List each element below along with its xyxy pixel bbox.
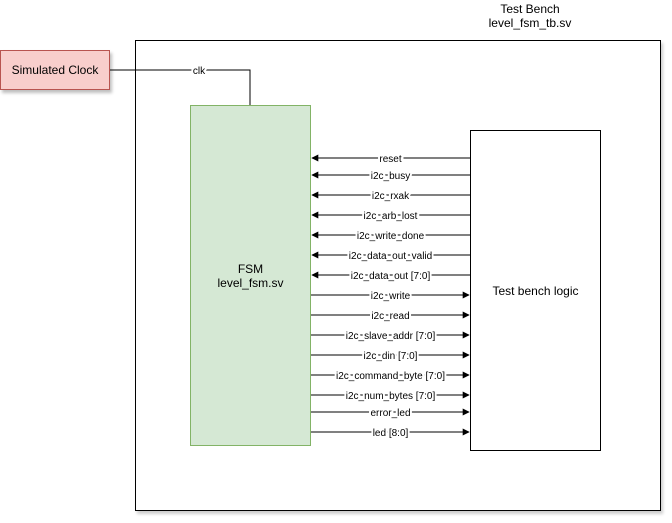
signal-label: i2c_data_out_valid [349,251,432,262]
signal-label: reset [379,154,401,165]
signal-4: i2c_write_done [311,229,470,244]
signal-12: i2c_num_bytes [7:0] [311,389,470,404]
signal-label: i2c_slave_addr [7:0] [346,331,436,342]
test-bench-logic-block[interactable]: Test bench logic [470,130,601,451]
signal-2: i2c_rxak [311,189,470,204]
signal-layer: reset i2c_busy i2c_rxak i2c_arb_lost i2c_wri… [311,152,470,441]
signal-13: error_led [311,406,470,421]
signal-label: i2c_num_bytes [7:0] [346,391,436,402]
signal-3: i2c_arb_lost [311,209,470,224]
signal-7: i2c_write [311,289,470,304]
testbench-title-text: Test Bench [500,2,560,16]
signal-10: i2c_din [7:0] [311,349,470,364]
signal-6: i2c_data_out [7:0] [311,269,470,284]
signal-label: i2c_command_byte [7:0] [336,371,445,382]
fsm-title: FSM [237,261,264,276]
signal-label: error_led [370,408,410,419]
signal-14: led [8:0] [311,426,470,441]
simulated-clock-box[interactable]: Simulated Clock [0,50,110,90]
signal-9: i2c_slave_addr [7:0] [311,329,470,344]
test-bench-logic-label: Test bench logic [492,283,579,298]
signal-label: i2c_din [7:0] [364,351,418,362]
signal-label: i2c_write [371,291,411,302]
signal-1: i2c_busy [311,169,470,184]
signal-label: led [8:0] [373,428,409,439]
signal-5: i2c_data_out_valid [311,249,470,264]
signal-label: i2c_arb_lost [364,211,418,222]
signal-label: i2c_write_done [357,231,425,242]
signal-11: i2c_command_byte [7:0] [311,369,470,384]
testbench-filename: level_fsm_tb.sv [488,16,572,30]
clk-wire [110,69,251,105]
simulated-clock-label: Simulated Clock [11,63,99,77]
fsm-filename: level_fsm.sv [217,275,284,290]
signal-label: i2c_read [371,311,409,322]
signal-8: i2c_read [311,309,470,324]
clk-label: clk [193,66,206,77]
signal-label: i2c_rxak [372,191,410,202]
signal-0: reset [311,152,470,167]
fsm-block[interactable]: FSM level_fsm.sv [190,105,311,446]
testbench-title: Test Bench level_fsm_tb.sv [470,2,590,30]
signal-label: i2c_data_out [7:0] [351,271,431,282]
signal-label: i2c_busy [371,171,410,182]
